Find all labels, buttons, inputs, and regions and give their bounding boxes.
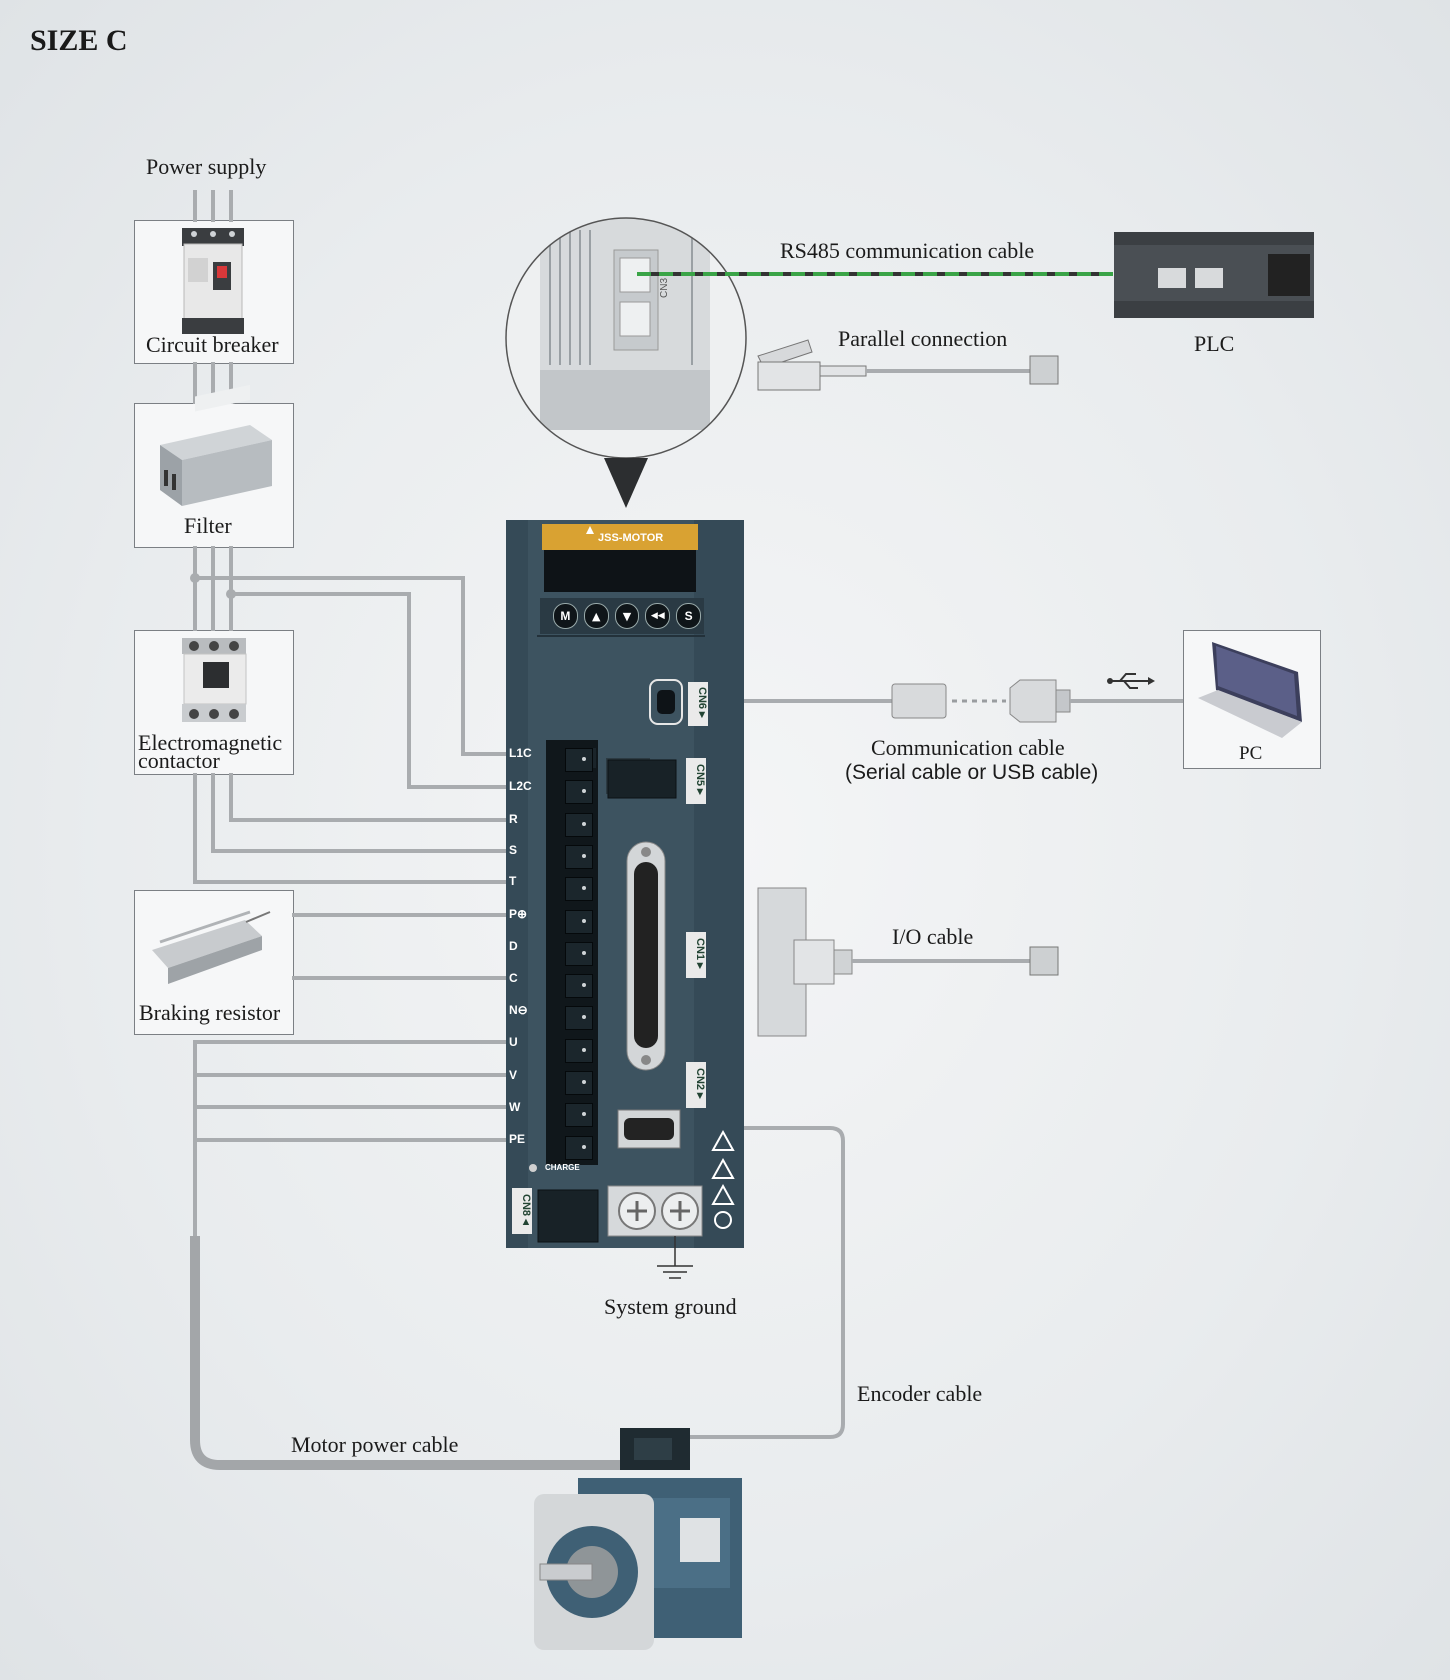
terminal-socket bbox=[565, 941, 593, 966]
terminal-socket bbox=[565, 909, 593, 934]
down-button[interactable]: ▼ bbox=[614, 603, 640, 629]
terminal-socket bbox=[565, 812, 593, 837]
terminal-r: R bbox=[509, 812, 518, 826]
plc-label: PLC bbox=[1194, 331, 1235, 356]
usb-icon bbox=[1110, 673, 1148, 689]
terminal-socket bbox=[565, 1038, 593, 1063]
braking-resistor-icon bbox=[152, 910, 271, 984]
pc-label: PC bbox=[1239, 743, 1263, 764]
circuit-breaker-icon bbox=[182, 228, 244, 334]
encoder-cable bbox=[650, 1126, 845, 1439]
cn5-label: CN5▼ bbox=[686, 758, 706, 804]
io-cable-label: I/O cable bbox=[892, 924, 974, 949]
terminal-s: S bbox=[509, 843, 518, 857]
terminal-p: P⊕ bbox=[509, 907, 528, 921]
cn6-label: CN6▼ bbox=[688, 682, 708, 726]
terminal-n: N⊖ bbox=[509, 1003, 528, 1017]
power-supply-label: Power supply bbox=[146, 154, 267, 179]
terminal-l1c: L1C bbox=[509, 746, 532, 760]
terminal-c: C bbox=[509, 971, 518, 985]
filter-icon bbox=[160, 384, 272, 506]
shift-button[interactable]: ◀◀ bbox=[645, 603, 671, 629]
communication-cable-label-2: (Serial cable or USB cable) bbox=[845, 761, 1099, 784]
communication-cable-icon bbox=[700, 673, 1183, 723]
zoom-detail: CN3 bbox=[505, 217, 747, 508]
terminal-socket bbox=[565, 974, 593, 999]
encoder-cable-label: Encoder cable bbox=[857, 1381, 983, 1406]
contactor-label-line2: contactor bbox=[138, 748, 220, 773]
braking-resistor-label: Braking resistor bbox=[139, 1000, 281, 1025]
terminal-pe: PE bbox=[509, 1132, 526, 1146]
cn2-label: CN2▼ bbox=[686, 1062, 706, 1108]
set-button[interactable]: S bbox=[676, 603, 701, 629]
contactor-icon bbox=[182, 638, 247, 722]
terminal-v: V bbox=[509, 1068, 518, 1082]
terminal-socket bbox=[565, 877, 593, 902]
cn8-label: CN8▲ bbox=[512, 1188, 532, 1234]
plc-icon bbox=[1114, 232, 1314, 318]
motor-power-cable-label: Motor power cable bbox=[291, 1432, 459, 1457]
terminal-socket bbox=[565, 780, 593, 805]
terminal-socket bbox=[565, 1071, 593, 1095]
mode-button[interactable]: M bbox=[553, 603, 578, 629]
motor-power-cable bbox=[190, 1236, 640, 1470]
keypad: M ▲ ▼ ◀◀ S bbox=[553, 603, 701, 631]
terminal-l2c: L2C bbox=[509, 779, 532, 793]
terminal-socket bbox=[565, 1135, 593, 1160]
io-connector-icon bbox=[757, 887, 1059, 1037]
zoom-cn3-label: CN3 bbox=[659, 278, 670, 298]
up-button[interactable]: ▲ bbox=[583, 603, 609, 629]
laptop-icon bbox=[1198, 642, 1302, 738]
rs485-label: RS485 communication cable bbox=[780, 238, 1035, 263]
filter-label: Filter bbox=[184, 513, 232, 538]
cn1-label: CN1▼ bbox=[686, 932, 706, 978]
diagram-title: SIZE C bbox=[30, 24, 128, 57]
terminal-socket bbox=[565, 1103, 593, 1128]
system-ground-label: System ground bbox=[604, 1294, 737, 1319]
ground-symbol bbox=[657, 1236, 693, 1279]
terminal-socket bbox=[565, 748, 593, 772]
parallel-connector-icon bbox=[757, 339, 1059, 391]
communication-cable-label-1: Communication cable bbox=[871, 735, 1065, 760]
drive-brand: JSS-MOTOR bbox=[598, 532, 663, 544]
terminal-t: T bbox=[509, 874, 517, 888]
terminal-d: D bbox=[509, 939, 518, 953]
wire-junctions bbox=[190, 573, 236, 599]
terminal-socket bbox=[565, 1006, 593, 1031]
terminal-u: U bbox=[509, 1035, 518, 1049]
parallel-label: Parallel connection bbox=[838, 326, 1008, 351]
terminal-socket bbox=[565, 844, 593, 869]
contactor-label-line1: Electromagnetic bbox=[138, 730, 283, 755]
circuit-breaker-label: Circuit breaker bbox=[146, 332, 279, 357]
charge-label: CHARGE bbox=[545, 1163, 580, 1172]
servo-motor-icon bbox=[534, 1428, 742, 1650]
terminal-w: W bbox=[509, 1100, 521, 1114]
